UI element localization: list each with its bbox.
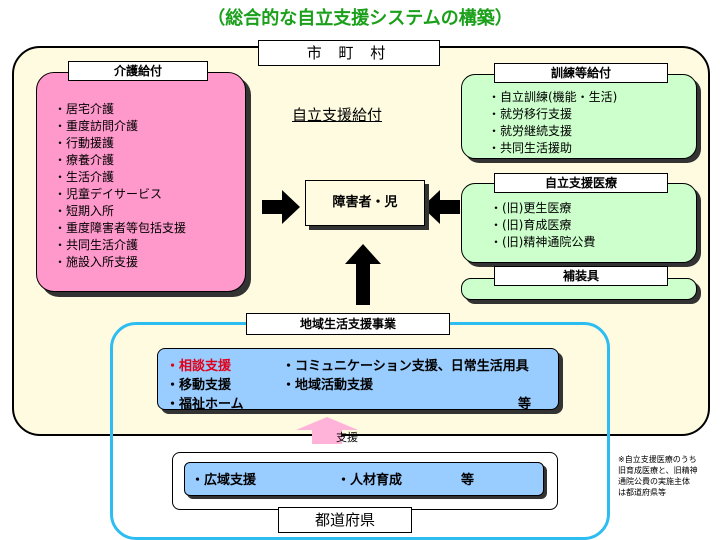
item-communication: ・コミュニケーション支援、日常生活用具 xyxy=(282,359,529,374)
chiiki-box: ・相談支援 ・コミュニケーション支援、日常生活用具 ・移動支援 ・地域活動支援 … xyxy=(157,348,559,412)
kunren-kyufu-list: ・自立訓練(機能・生活) ・就労移行支援 ・就労継続支援 ・共同生活援助 xyxy=(488,89,617,157)
right-arrow xyxy=(422,190,460,224)
kunren-kyufu-title: 訓練等給付 xyxy=(494,63,668,83)
kaigo-kyufu-list: ・居宅介護 ・重度訪問介護 ・行動援護 ・療養介護 ・生活介護 ・児童デイサービ… xyxy=(54,101,186,271)
list-item: ・行動援護 xyxy=(54,136,115,150)
note-line: 旧育成医療と、旧精神 xyxy=(618,466,698,475)
note-line: ※自立支援医療のうち xyxy=(618,455,697,464)
list-item: ・療養介護 xyxy=(54,153,115,167)
list-item: ・短期入所 xyxy=(54,204,115,218)
list-item: ・自立訓練(機能・生活) xyxy=(488,90,618,104)
note-line: 通院公費の実施主体 xyxy=(618,477,690,486)
kaigo-kyufu-box xyxy=(36,72,246,292)
item-kouiki-shien: ・広域支援 xyxy=(191,473,257,488)
list-item: ・児童デイサービス xyxy=(54,187,163,201)
pref-box: ・広域支援 ・人材育成 等 xyxy=(184,462,544,496)
list-item: ・共同生活介護 xyxy=(54,238,139,252)
item-jinzai-ikusei: ・人材育成 xyxy=(337,473,403,488)
list-item: ・施設入所支援 xyxy=(54,255,139,269)
list-item: ・(旧)精神通院公費 xyxy=(490,235,596,249)
kaigo-kyufu-title: 介護給付 xyxy=(68,61,208,81)
center-box-shougaisha: 障害者・児 xyxy=(305,180,425,226)
list-item: ・共同生活援助 xyxy=(488,141,573,155)
item-chiiki-katsudou: ・地域活動支援 xyxy=(282,378,374,393)
list-item: ・就労継続支援 xyxy=(488,124,573,138)
up-arrow xyxy=(345,244,381,305)
left-arrow xyxy=(262,190,300,224)
chiiki-title: 地域生活支援事業 xyxy=(246,313,450,335)
jiritsu-shien-kyufu-label: 自立支援給付 xyxy=(292,106,383,124)
list-item: ・生活介護 xyxy=(54,170,115,184)
item-etc: 等 xyxy=(461,473,475,488)
list-item: ・就労移行支援 xyxy=(488,107,573,121)
iryou-title: 自立支援医療 xyxy=(494,173,668,193)
shien-label: 支援 xyxy=(336,431,358,444)
list-item: ・居宅介護 xyxy=(54,102,115,116)
hosougu-title: 補装具 xyxy=(494,266,668,286)
list-item: ・重度障害者等包括支援 xyxy=(54,221,187,235)
pref-label: 都道府県 xyxy=(278,507,412,533)
note-line: は都道府県等 xyxy=(618,488,666,497)
item-fukushi-home: ・福祉ホーム xyxy=(166,397,244,412)
item-idou-shien: ・移動支援 xyxy=(166,378,232,393)
footnote: ※自立支援医療のうち 旧育成医療と、旧精神 通院公費の実施主体 は都道府県等 xyxy=(618,454,718,498)
list-item: ・重度訪問介護 xyxy=(54,119,139,133)
page-title: （総合的な自立支援システムの構築） xyxy=(207,8,513,29)
item-etc: 等 xyxy=(518,397,532,412)
support-arrow xyxy=(296,417,358,444)
city-label: 市 町 村 xyxy=(258,40,440,66)
list-item: ・(旧)更生医療 xyxy=(490,201,572,215)
iryou-list: ・(旧)更生医療 ・(旧)育成医療 ・(旧)精神通院公費 xyxy=(490,200,595,251)
kunren-kyufu-box xyxy=(461,74,697,159)
list-item: ・(旧)育成医療 xyxy=(490,218,572,232)
item-soudan-shien: ・相談支援 xyxy=(166,359,232,374)
